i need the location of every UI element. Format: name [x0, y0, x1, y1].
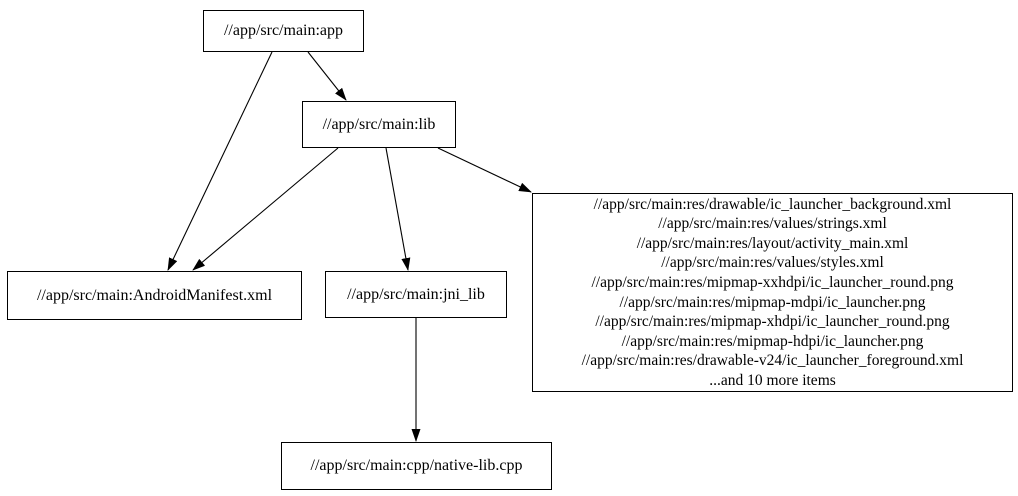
edge-lib-to-jni-lib	[385, 147, 411, 271]
resource-more-items: ...and 10 more items	[709, 371, 836, 389]
resource-item: //app/src/main:res/values/strings.xml	[658, 215, 887, 233]
edge-app-to-lib	[307, 51, 347, 101]
resource-item: //app/src/main:res/mipmap-xhdpi/ic_launc…	[595, 313, 950, 331]
node-android-manifest-label: //app/src/main:AndroidManifest.xml	[36, 286, 273, 304]
resource-item: //app/src/main:res/layout/activity_main.…	[636, 234, 909, 252]
edge-app-to-manifest	[167, 51, 273, 271]
resource-item: //app/src/main:res/drawable-v24/ic_launc…	[581, 352, 964, 370]
resource-item: //app/src/main:res/drawable/ic_launcher_…	[593, 195, 952, 213]
node-app: //app/src/main:app	[203, 10, 364, 52]
edge-lib-to-manifest	[192, 147, 339, 271]
node-android-manifest: //app/src/main:AndroidManifest.xml	[7, 271, 302, 320]
resource-item: //app/src/main:res/values/styles.xml	[661, 254, 884, 272]
node-native-cpp: //app/src/main:cpp/native-lib.cpp	[281, 442, 552, 490]
resource-item: //app/src/main:res/mipmap-xxhdpi/ic_laun…	[591, 273, 954, 291]
node-jni-lib-label: //app/src/main:jni_lib	[347, 285, 485, 303]
node-native-cpp-label: //app/src/main:cpp/native-lib.cpp	[310, 457, 523, 474]
node-app-label: //app/src/main:app	[223, 22, 344, 39]
edge-lib-to-res-group	[437, 147, 532, 193]
node-resources-group: //app/src/main:res/drawable/ic_launcher_…	[532, 193, 1013, 392]
resource-item: //app/src/main:res/mipmap-mdpi/ic_launch…	[619, 293, 926, 311]
node-lib: //app/src/main:lib	[302, 101, 456, 148]
node-jni-lib: //app/src/main:jni_lib	[325, 271, 507, 318]
resource-item: //app/src/main:res/mipmap-hdpi/ic_launch…	[621, 332, 924, 350]
node-lib-label: //app/src/main:lib	[322, 115, 436, 133]
